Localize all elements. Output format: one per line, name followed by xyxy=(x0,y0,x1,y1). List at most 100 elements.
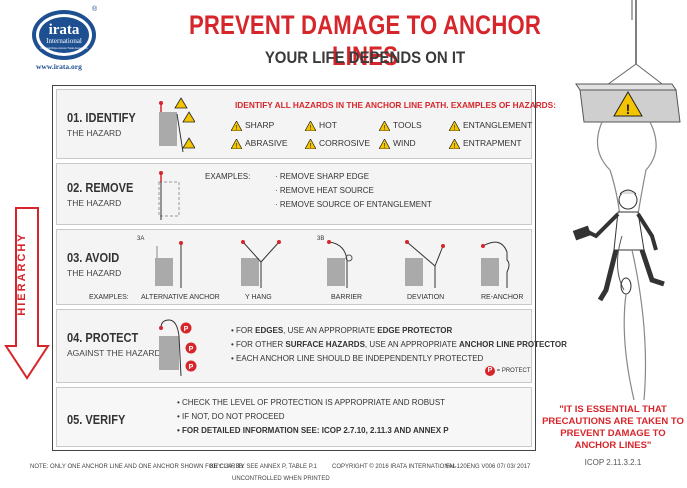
warning-icon: ! xyxy=(379,120,390,131)
y-hang-diagram xyxy=(241,240,281,288)
protect-legend-text: = PROTECT xyxy=(496,368,531,374)
hazard-corrosive: ! CORROSIVE xyxy=(305,138,370,149)
verify-line: • CHECK THE LEVEL OF PROTECTION IS APPRO… xyxy=(177,398,446,407)
warning-icon: ! xyxy=(449,138,460,149)
identify-diagram xyxy=(159,97,195,153)
avoid-subtitle: THE HAZARD xyxy=(67,268,122,278)
warning-icon: ! xyxy=(379,138,390,149)
quote-reference: ICOP 2.11.3.2.1 xyxy=(584,458,642,467)
remove-item: · REMOVE SHARP EDGE xyxy=(275,172,370,181)
svg-text:!: ! xyxy=(310,125,312,131)
svg-text:!: ! xyxy=(454,125,456,131)
verify-line: • IF NOT, DO NOT PROCEED xyxy=(177,412,285,421)
hierarchy-arrow xyxy=(4,207,50,380)
protect-line-2: • FOR OTHER SURFACE HAZARDS, USE AN APPR… xyxy=(231,340,567,349)
svg-text:!: ! xyxy=(236,125,238,131)
hazard-tools: ! TOOLS xyxy=(379,120,422,131)
identify-title: 01. IDENTIFY xyxy=(67,110,136,125)
barrier-diagram xyxy=(327,240,353,288)
page-subtitle: YOUR LIFE DEPENDS ON IT xyxy=(264,48,466,67)
essential-quote: "IT IS ESSENTIAL THAT PRECAUTIONS ARE TA… xyxy=(542,404,684,451)
hazard-entanglement: ! ENTANGLEMENT xyxy=(449,120,532,131)
remove-examples-label: EXAMPLES: xyxy=(205,172,251,181)
avoid-examples-label: EXAMPLES: xyxy=(89,294,129,301)
hierarchy-label-box: HIERARCHY xyxy=(14,222,34,332)
avoid-option: DEVIATION xyxy=(407,294,445,301)
protect-diagram: P P P xyxy=(159,319,197,377)
hierarchy-label: HIERARCHY xyxy=(16,232,28,316)
section-remove: 02. REMOVE THE HAZARD EXAMPLES: · REMOVE… xyxy=(56,163,532,225)
verify-line: • FOR DETAILED INFORMATION SEE: ICOP 2.7… xyxy=(177,426,449,435)
hierarchy-panel xyxy=(52,85,536,451)
warning-icon xyxy=(613,91,643,117)
alternative-anchor-diagram xyxy=(155,241,183,288)
avoid-option: ALTERNATIVE ANCHOR xyxy=(141,294,220,301)
protect-legend: P = PROTECT xyxy=(485,366,531,376)
warning-icon: ! xyxy=(305,120,316,131)
footer-uncontrolled: UNCONTROLLED WHEN PRINTED xyxy=(232,476,330,482)
section-verify: 05. VERIFY • CHECK THE LEVEL OF PROTECTI… xyxy=(56,387,532,447)
hazard-label: CORROSIVE xyxy=(319,138,371,148)
protect-line-1: • FOR EDGES, USE AN APPROPRIATE EDGE PRO… xyxy=(231,326,453,335)
avoid-title: 03. AVOID xyxy=(67,250,120,265)
section-avoid: 03. AVOID THE HAZARD 3a 3b EXAMPLES: ALT xyxy=(56,229,532,305)
warning-icon: ! xyxy=(231,120,242,131)
verify-title: 05. VERIFY xyxy=(67,412,126,427)
footer-copyright: COPYRIGHT © 2016 IRATA INTERNATIONAL xyxy=(332,464,457,470)
hazard-label: TOOLS xyxy=(393,120,422,130)
rope-access-illustration: ! xyxy=(572,0,681,400)
protect-marker-3: P xyxy=(189,364,194,371)
protect-legend-icon: P xyxy=(485,366,495,376)
remove-subtitle: THE HAZARD xyxy=(67,198,122,208)
protect-line-3: • EACH ANCHOR LINE SHOULD BE INDEPENDENT… xyxy=(231,354,484,363)
hazard-label: HOT xyxy=(319,120,337,130)
footer-code: FM-120ENG V006 07/ 03/ 2017 xyxy=(446,464,531,470)
re-anchor-diagram xyxy=(481,241,510,288)
svg-text:!: ! xyxy=(310,143,312,149)
warning-icon: ! xyxy=(231,138,242,149)
identify-heading: IDENTIFY ALL HAZARDS IN THE ANCHOR LINE … xyxy=(235,100,556,110)
section-identify: 01. IDENTIFY THE HAZARD IDENTIFY ALL HAZ… xyxy=(56,89,556,159)
protect-marker-2: P xyxy=(189,346,194,353)
hazard-label: ENTRAPMENT xyxy=(463,138,522,148)
logo-international: International xyxy=(46,37,82,45)
hazard-label: ABRASIVE xyxy=(245,138,288,148)
svg-text:!: ! xyxy=(626,101,631,117)
logo-word: irata xyxy=(49,22,80,38)
hazard-label: WIND xyxy=(393,138,416,148)
page-title: PREVENT DAMAGE TO ANCHOR LINES xyxy=(188,10,542,71)
remove-title: 02. REMOVE xyxy=(67,180,134,195)
remove-diagram xyxy=(158,171,180,220)
hazard-entrapment: ! ENTRAPMENT xyxy=(449,138,522,149)
footer-key: KEY: 3a, 3b: SEE ANNEX P, TABLE P.1 xyxy=(210,464,317,470)
logo-tagline: Industrial Rope Access Trade Association xyxy=(40,46,88,50)
remove-item: · REMOVE SOURCE OF ENTANGLEMENT xyxy=(275,200,432,209)
deviation-diagram xyxy=(405,240,445,288)
irata-logo: irata International Industrial Rope Acce… xyxy=(30,6,98,71)
identify-subtitle: THE HAZARD xyxy=(67,128,122,138)
hazard-label: SHARP xyxy=(245,120,275,130)
warning-icon: ! xyxy=(449,120,460,131)
avoid-option: BARRIER xyxy=(331,294,363,301)
footer-note: NOTE: ONLY ONE ANCHOR LINE AND ONE ANCHO… xyxy=(30,464,245,470)
hazard-wind: ! WIND xyxy=(379,138,416,149)
svg-text:!: ! xyxy=(384,125,386,131)
protect-title: 04. PROTECT xyxy=(67,330,139,345)
protect-marker-1: P xyxy=(184,326,189,333)
warning-icon: ! xyxy=(305,138,316,149)
svg-text:!: ! xyxy=(236,143,238,149)
svg-text:!: ! xyxy=(384,143,386,149)
avoid-option: RE-ANCHOR xyxy=(481,294,524,301)
label-3b: 3b xyxy=(317,236,325,242)
remove-item: · REMOVE HEAT SOURCE xyxy=(275,186,374,195)
section-protect: 04. PROTECT AGAINST THE HAZARD P P P • F… xyxy=(56,309,567,383)
hazard-sharp: ! SHARP xyxy=(231,120,274,131)
hazard-abrasive: ! ABRASIVE xyxy=(231,138,288,149)
avoid-option: Y HANG xyxy=(245,294,272,301)
hazard-label: ENTANGLEMENT xyxy=(463,120,533,130)
label-3a: 3a xyxy=(137,236,145,242)
hazard-hot: ! HOT xyxy=(305,120,337,131)
svg-text:!: ! xyxy=(454,143,456,149)
website-link[interactable]: www.irata.org xyxy=(36,62,82,71)
registered-mark: ® xyxy=(92,6,98,13)
